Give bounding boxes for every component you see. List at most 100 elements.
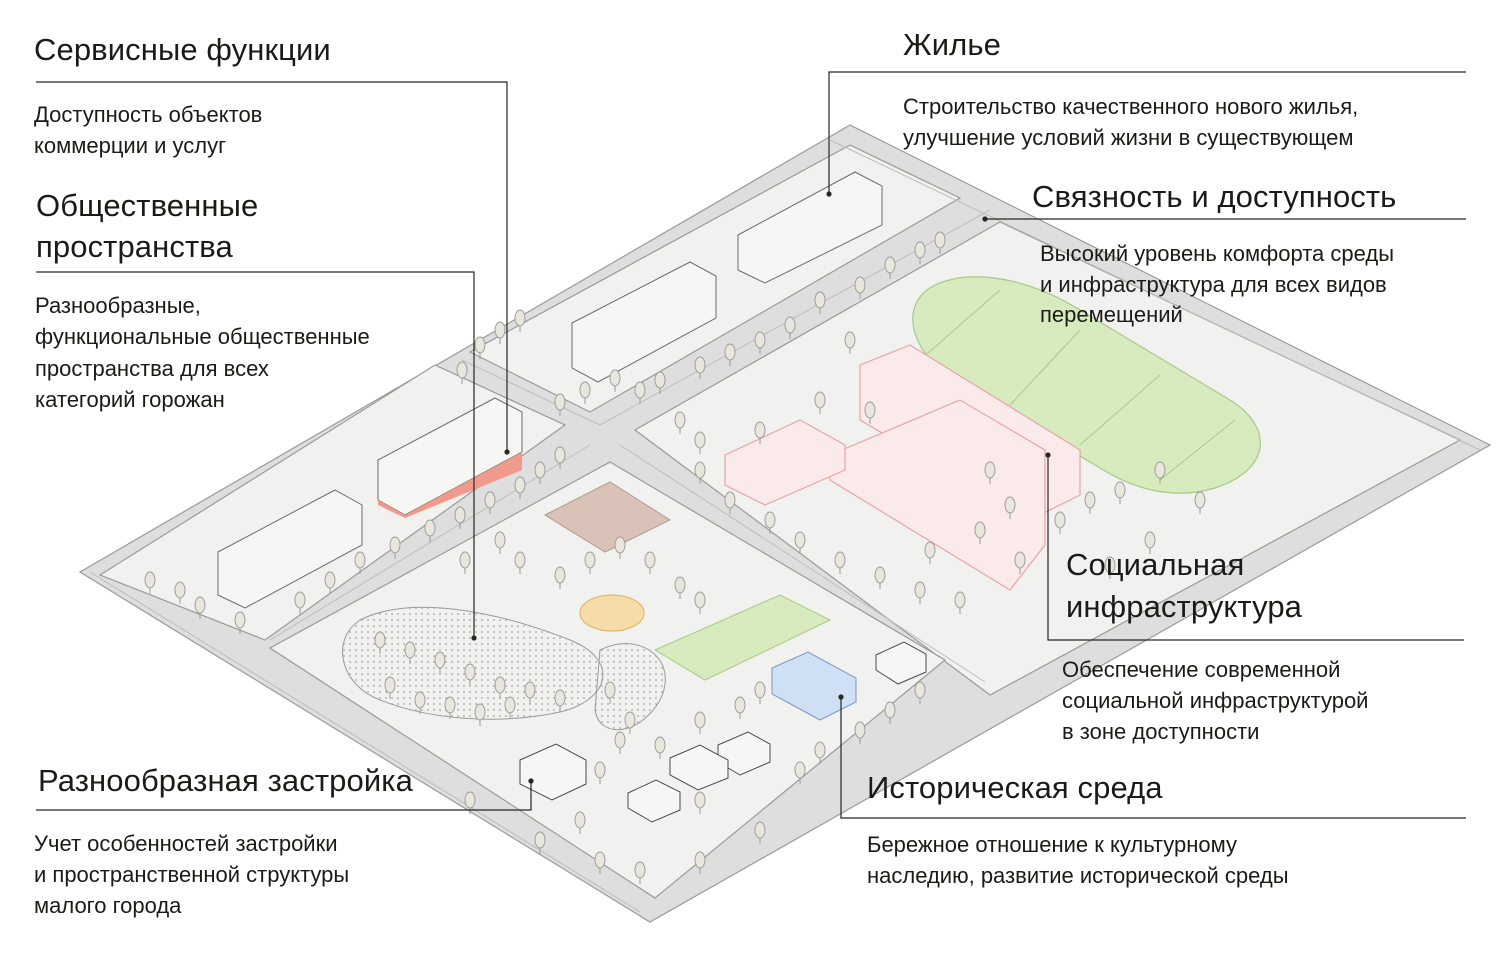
tree-icon — [694, 851, 706, 874]
tree-icon — [414, 691, 426, 714]
tree-icon — [514, 476, 526, 499]
tree-icon — [404, 641, 416, 664]
school — [724, 344, 1081, 591]
tree-icon — [984, 461, 996, 484]
tree-icon — [504, 696, 516, 719]
tree-icon — [814, 741, 826, 764]
tree-icon — [724, 343, 736, 366]
leader-dots — [471, 191, 1051, 784]
tree-icon — [579, 381, 591, 404]
diverse-description-line-2: и пространственной структуры — [34, 862, 350, 887]
public-description-line-3: пространства для всех — [35, 356, 269, 381]
tree-icon — [194, 596, 206, 619]
tree-icon — [1144, 531, 1156, 554]
social-title-line-1: Социальная — [1066, 547, 1245, 582]
social-description-line-1: Обеспечение современной — [1062, 657, 1341, 682]
leader-housing — [828, 71, 1466, 194]
historic-house — [771, 651, 857, 721]
tree-icon — [614, 731, 626, 754]
tree-icon — [1114, 481, 1126, 504]
tree-icon — [534, 831, 546, 854]
tree-icon — [654, 371, 666, 394]
fountain — [579, 594, 645, 632]
tree-icon — [844, 331, 856, 354]
connectivity-description-line-1: Высокий уровень комфорта среды — [1040, 241, 1395, 266]
public-description-line-1: Разнообразные, — [35, 293, 201, 318]
leader-public — [36, 271, 475, 638]
tree-icon — [1084, 491, 1096, 514]
housing-description-line-1: Строительство качественного нового жилья… — [903, 94, 1359, 119]
tree-icon — [574, 811, 586, 834]
tree-icon — [604, 681, 616, 704]
tree-icon — [1054, 511, 1066, 534]
tree-icon — [734, 696, 746, 719]
tree-icon — [754, 681, 766, 704]
tree-icon — [884, 256, 896, 279]
park — [342, 481, 832, 731]
tree-icon — [654, 736, 666, 759]
tree-icon — [884, 701, 896, 724]
service-description-line-2: коммерции и услуг — [34, 133, 227, 158]
tree-icon — [834, 551, 846, 574]
tree-icon — [914, 681, 926, 704]
historic-title: Историческая среда — [867, 770, 1163, 805]
commercial-building — [377, 397, 523, 518]
tree-icon — [444, 696, 456, 719]
tree-icon — [1004, 496, 1016, 519]
tree-icon — [754, 331, 766, 354]
tree-icon — [484, 491, 496, 514]
tree-icon — [644, 551, 656, 574]
tree-icon — [634, 861, 646, 884]
tree-icon — [754, 821, 766, 844]
tree-icon — [754, 421, 766, 444]
tree-icon — [1104, 556, 1116, 579]
leader-historic — [840, 697, 1466, 819]
tree-icon — [454, 506, 466, 529]
public-title-line-2: пространства — [36, 229, 233, 264]
tree-icon — [594, 851, 606, 874]
connectivity-description-line-3: перемещений — [1040, 302, 1183, 327]
tree-icon — [554, 446, 566, 469]
tree-icon — [494, 676, 506, 699]
leader-service — [36, 81, 508, 452]
tree-icon — [456, 361, 468, 384]
tree-icon — [554, 393, 566, 416]
tree-icon — [694, 356, 706, 379]
roads — [89, 139, 1481, 913]
trees — [144, 231, 1206, 884]
tree-icon — [294, 591, 306, 614]
tree-icon — [614, 536, 626, 559]
tree-icon — [974, 521, 986, 544]
tree-icon — [1154, 461, 1166, 484]
tree-icon — [374, 631, 386, 654]
tree-icon — [464, 663, 476, 686]
tree-icon — [234, 611, 246, 634]
tree-icon — [954, 591, 966, 614]
social-description-line-3: в зоне доступности — [1062, 719, 1260, 744]
tree-icon — [694, 461, 706, 484]
leader-social — [1047, 455, 1464, 641]
tree-icon — [674, 411, 686, 434]
tree-icon — [694, 591, 706, 614]
housing-description-line-2: улучшение условий жизни в существующем — [903, 125, 1354, 150]
tree-icon — [784, 316, 796, 339]
tree-icon — [624, 711, 636, 734]
leader-diverse — [36, 781, 532, 811]
leader-lines — [36, 71, 1466, 819]
tree-icon — [1014, 551, 1026, 574]
diverse-description-line-3: малого города — [34, 893, 182, 918]
tree-icon — [459, 551, 471, 574]
tree-icon — [794, 761, 806, 784]
connectivity-description-line-2: и инфраструктура для всех видов — [1040, 272, 1387, 297]
tree-icon — [514, 551, 526, 574]
connectivity-title: Связность и доступность — [1032, 179, 1397, 214]
tree-icon — [424, 519, 436, 542]
service-title: Сервисные функции — [34, 32, 331, 67]
tree-icon — [674, 576, 686, 599]
public-description-line-2: функциональные общественные — [35, 324, 370, 349]
tree-icon — [694, 791, 706, 814]
tree-icon — [694, 711, 706, 734]
tree-icon — [914, 581, 926, 604]
sports-field — [653, 594, 832, 681]
